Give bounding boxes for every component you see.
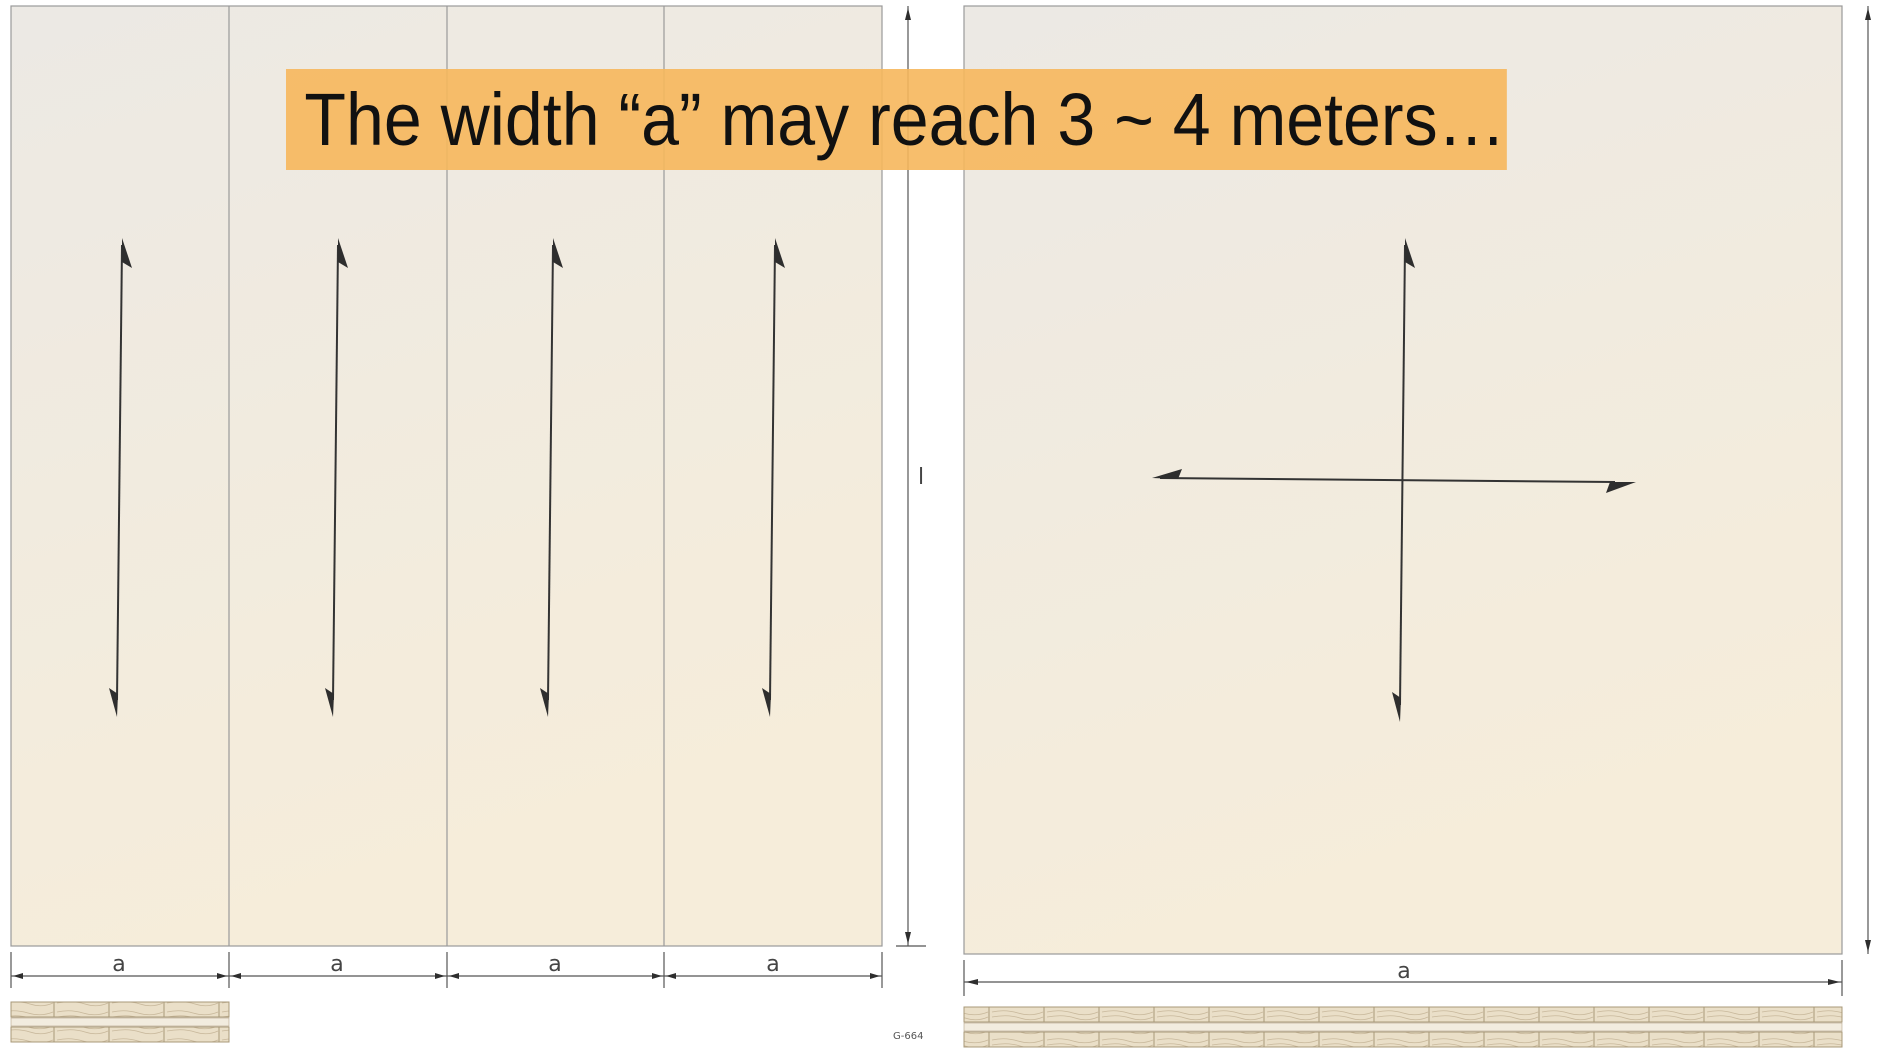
strip-direction-arrow <box>325 238 348 717</box>
cross-direction-arrows <box>1152 238 1636 722</box>
length-dimension-line <box>1865 6 1871 954</box>
width-dimension-line <box>10 952 883 988</box>
cross-section-board <box>963 1006 1843 1048</box>
strip-width-label: a <box>766 952 779 977</box>
width-dimension-line <box>963 960 1843 996</box>
strip-direction-arrow <box>540 238 563 717</box>
strip-direction-arrow <box>109 238 132 717</box>
caption-banner: The width “a” may reach 3 ~ 4 meters… <box>286 69 1507 170</box>
strip-direction-arrow <box>762 238 785 717</box>
figure-code: G-664 <box>893 1031 923 1042</box>
strip-width-label: a <box>112 952 125 977</box>
width-label: a <box>1397 959 1410 984</box>
cross-section-board <box>10 1001 230 1043</box>
strip-width-label: a <box>548 952 561 977</box>
length-label: l <box>918 465 924 490</box>
strip-width-label: a <box>330 952 343 977</box>
